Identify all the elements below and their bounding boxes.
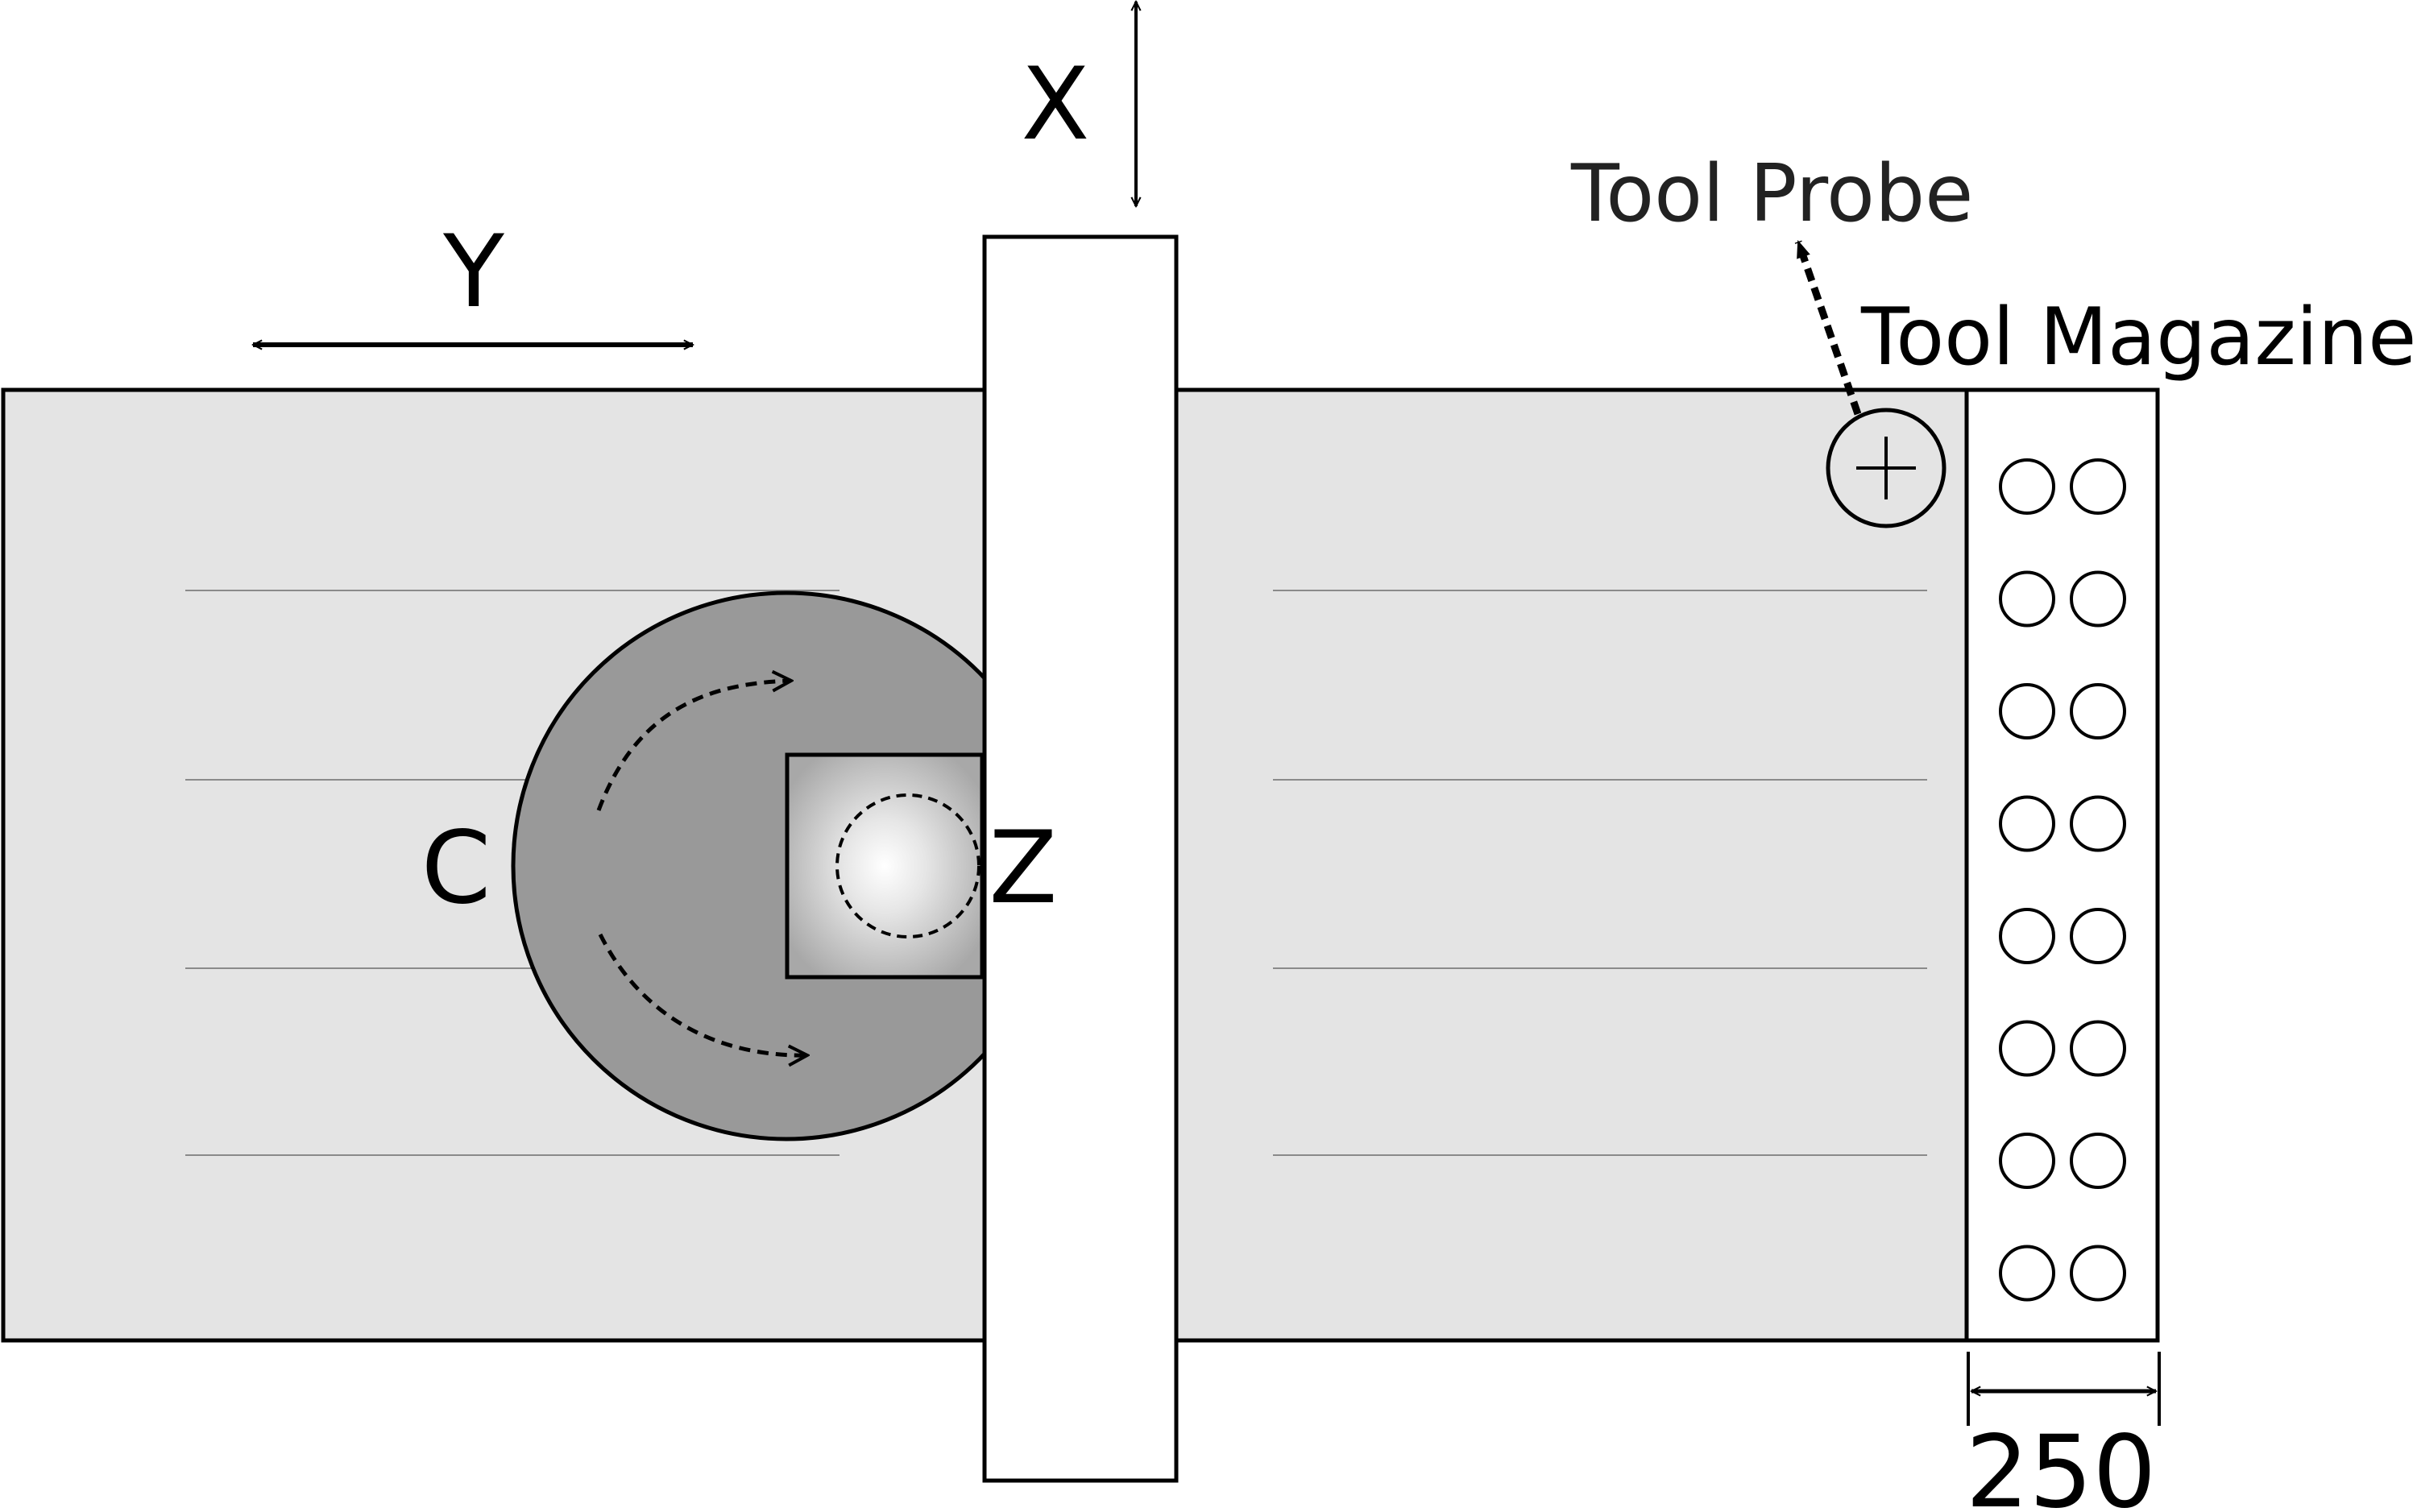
tool-slot	[1999, 458, 2055, 515]
tool-slot	[1999, 570, 2055, 628]
tool-magazine-label: Tool Magazine	[1860, 292, 2416, 383]
tool-magazine-slots	[1999, 458, 2126, 1302]
x-axis-carriage	[982, 234, 1179, 1483]
tool-magazine	[1964, 387, 2160, 1343]
tool-slot	[2070, 1133, 2126, 1189]
tool-slot	[1999, 1245, 2055, 1302]
y-axis-label: Y	[442, 214, 504, 330]
rotation-arrow-upper	[596, 681, 791, 811]
tool-probe	[1826, 408, 1946, 528]
x-axis-label: X	[1022, 47, 1090, 163]
tool-probe-label: Tool Probe	[1570, 148, 1973, 240]
c-axis-label: C	[421, 810, 491, 926]
table-rails-right	[1273, 590, 1927, 1156]
z-axis-label: Z	[989, 810, 1058, 926]
tool-slot	[2070, 795, 2126, 852]
magazine-width-label: 250	[1966, 1415, 2157, 1512]
tool-slot	[1999, 1020, 2055, 1077]
tool-probe-circle	[1826, 408, 1946, 528]
spindle-footprint	[835, 793, 980, 938]
tool-slot	[1999, 683, 2055, 739]
tool-slot	[2070, 908, 2126, 964]
tool-slot	[2070, 458, 2126, 515]
tool-probe-leader-arrow	[1794, 239, 1862, 416]
magazine-width-dimension	[1967, 1352, 2161, 1426]
tool-slot	[2070, 1020, 2126, 1077]
tool-slot	[1999, 795, 2055, 852]
workpiece-fixture	[785, 752, 985, 980]
tool-slot	[2070, 570, 2126, 628]
tool-slot	[1999, 1133, 2055, 1189]
tool-slot	[2070, 683, 2126, 739]
rotation-arrow-lower	[598, 933, 807, 1055]
tool-slot	[2070, 1245, 2126, 1302]
tool-slot	[1999, 908, 2055, 964]
